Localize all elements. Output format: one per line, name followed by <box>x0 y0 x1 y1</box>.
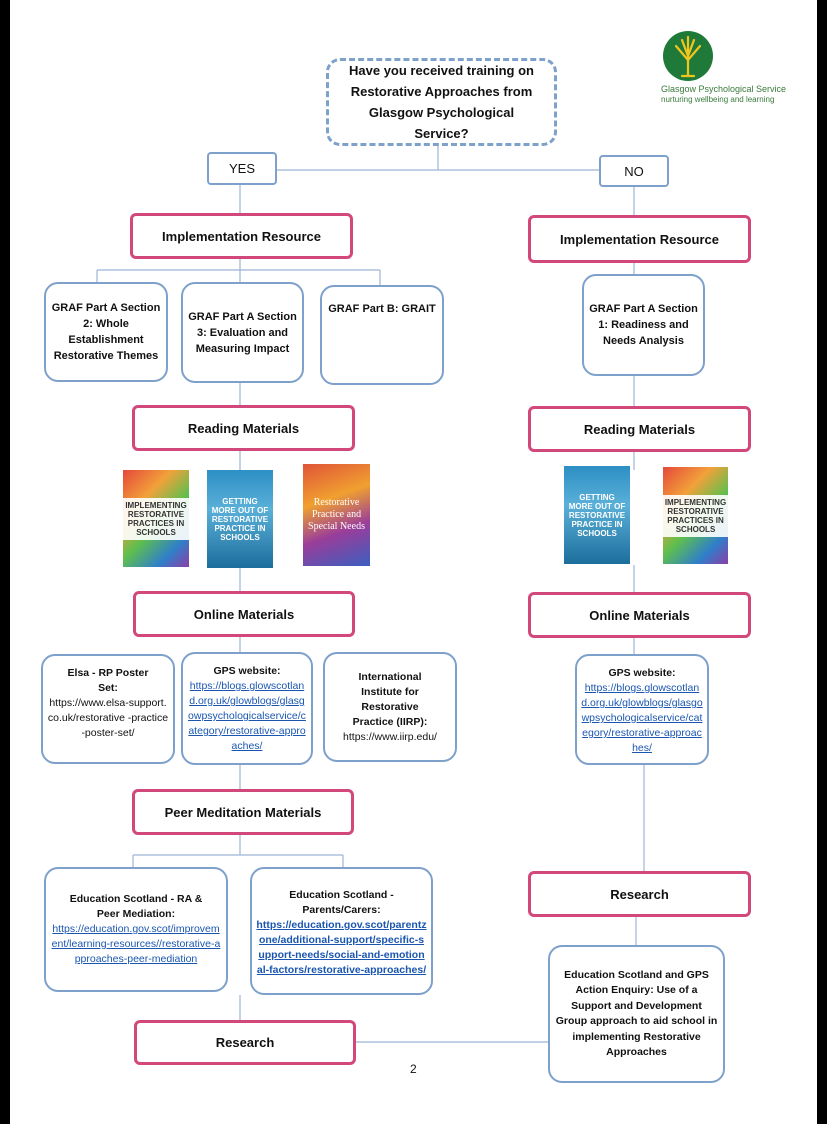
graf-part-b: GRAF Part B: GRAIT <box>320 285 444 385</box>
connector-lines <box>96 145 645 1043</box>
gps-url-right[interactable]: https://blogs.glowscotland.org.uk/glowbl… <box>581 682 703 754</box>
right-implementation-header: Implementation Resource <box>528 215 751 263</box>
document-page: Glasgow Psychological Service nurturing … <box>10 0 817 1124</box>
elsa-poster-box: Elsa - RP Poster Set: https://www.elsa-s… <box>41 654 175 764</box>
book-getting-more-rp-cover-right: GETTING MORE OUT OF RESTORATIVE PRACTICE… <box>564 466 630 564</box>
es-parents-carers-box: Education Scotland - Parents/Carers: htt… <box>250 867 433 995</box>
peer-mediation-header: Peer Meditation Materials <box>132 789 354 835</box>
right-research-header: Research <box>528 871 751 917</box>
es-parents-url[interactable]: https://education.gov.scot/parentzone/ad… <box>256 919 427 976</box>
graf-part-a-section-3: GRAF Part A Section 3: Evaluation and Me… <box>181 282 304 383</box>
graf-part-a-section-2: GRAF Part A Section 2: Whole Establishme… <box>44 282 168 382</box>
es-ra-peer-mediation-box: Education Scotland - RA & Peer Mediation… <box>44 867 228 992</box>
left-reading-header: Reading Materials <box>132 405 355 451</box>
iirp-box: International Institute for Restorative … <box>323 652 457 762</box>
gps-url-left[interactable]: https://blogs.glowscotland.org.uk/glowbl… <box>188 680 306 752</box>
graf-part-a-section-1: GRAF Part A Section 1: Readiness and Nee… <box>582 274 705 376</box>
elsa-url[interactable]: https://www.elsa-support.co.uk/restorati… <box>47 697 169 739</box>
book-rp-special-needs-cover: Restorative Practice and Special Needs <box>303 464 370 566</box>
gps-logo <box>662 30 714 82</box>
left-research-header: Research <box>134 1020 356 1065</box>
es-ra-url[interactable]: https://education.gov.scot/improvement/l… <box>51 923 221 965</box>
book-getting-more-rp-cover: GETTING MORE OUT OF RESTORATIVE PRACTICE… <box>207 470 273 568</box>
logo-name: Glasgow Psychological Service <box>661 84 787 94</box>
iirp-url[interactable]: https://www.iirp.edu/ <box>343 730 437 743</box>
training-question: Have you received training on Restorativ… <box>326 58 557 146</box>
right-online-header: Online Materials <box>528 592 751 638</box>
logo-tagline: nurturing wellbeing and learning <box>661 95 775 104</box>
book-implementing-rp-cover: IMPLEMENTING RESTORATIVE PRACTICES IN SC… <box>123 470 189 567</box>
page-number: 2 <box>410 1062 417 1076</box>
left-online-header: Online Materials <box>133 591 355 637</box>
right-reading-header: Reading Materials <box>528 406 751 452</box>
book-implementing-rp-cover-right: IMPLEMENTING RESTORATIVE PRACTICES IN SC… <box>663 467 728 564</box>
gps-website-box-right: GPS website: https://blogs.glowscotland.… <box>575 654 709 765</box>
tree-logo-icon <box>663 31 713 81</box>
left-implementation-header: Implementation Resource <box>130 213 353 259</box>
action-enquiry-box: Education Scotland and GPS Action Enquir… <box>548 945 725 1083</box>
no-branch: NO <box>599 155 669 187</box>
gps-website-box-left: GPS website: https://blogs.glowscotland.… <box>181 652 313 765</box>
yes-branch: YES <box>207 152 277 185</box>
